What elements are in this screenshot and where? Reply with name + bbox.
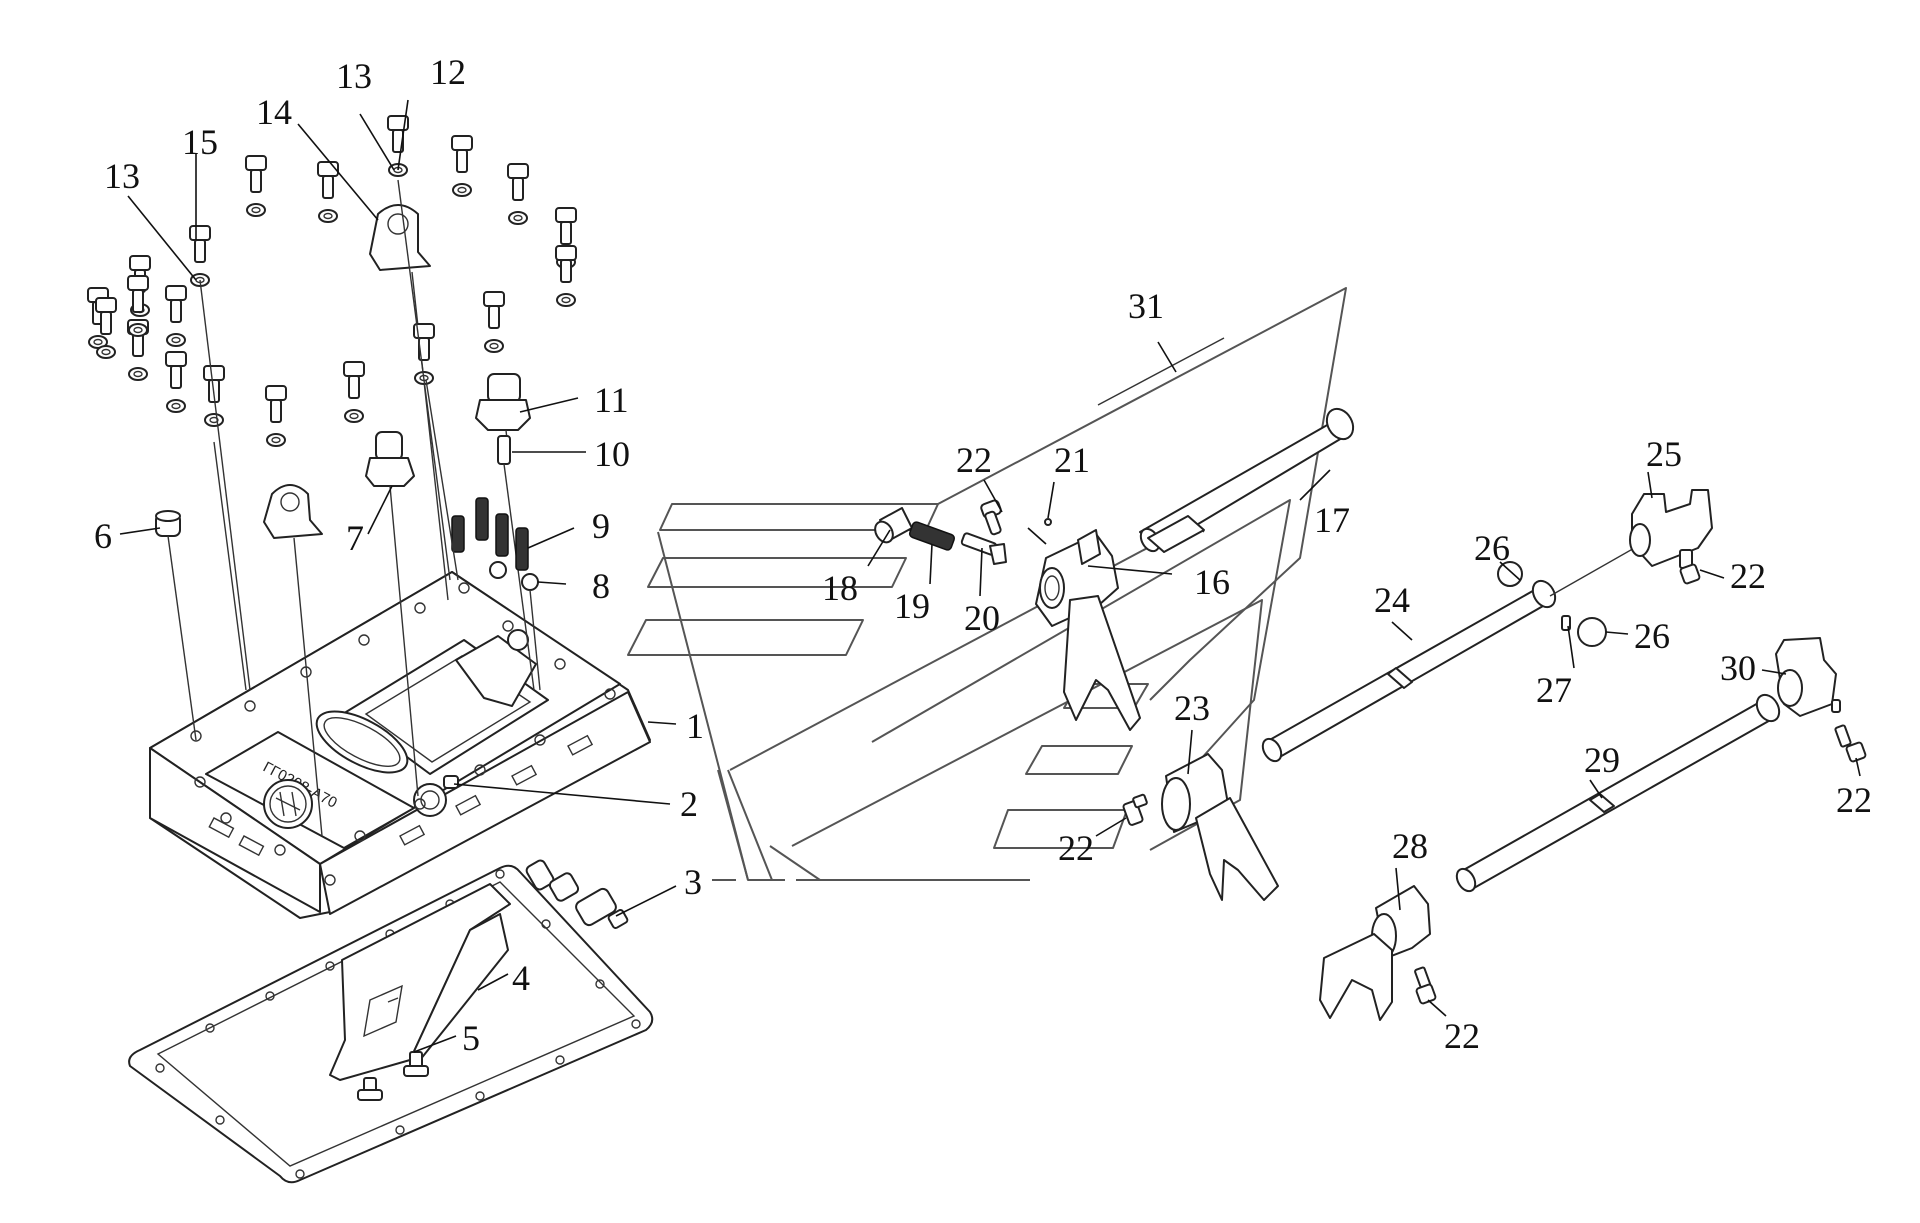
set-screw-22-fork23 (1122, 793, 1148, 826)
bolt (127, 275, 149, 337)
bolt-guides (199, 179, 459, 691)
callout-19: 19 (894, 586, 930, 626)
callout-1: 1 (686, 706, 704, 746)
bolt (95, 297, 117, 359)
detent-springs-9 (451, 497, 529, 571)
callout-29: 29 (1584, 740, 1620, 780)
callout-5: 5 (462, 1018, 480, 1058)
leader-lines (119, 99, 1861, 1053)
shift-rod-17 (1139, 407, 1355, 553)
callout-14: 14 (256, 92, 292, 132)
callout-22-b: 22 (1058, 828, 1094, 868)
callout-4: 4 (512, 958, 530, 998)
shift-rod-29 (1455, 693, 1781, 893)
switch-7 (365, 431, 419, 797)
shift-fork-28 (1319, 885, 1437, 1021)
callout-30: 30 (1720, 648, 1756, 688)
callout-16: 16 (1194, 562, 1230, 602)
bolt (165, 351, 187, 413)
detent-26-27 (1497, 561, 1607, 647)
cover-housing: ГГ0208-А70 (149, 571, 651, 919)
callout-22-c: 22 (1730, 556, 1766, 596)
callout-31: 31 (1128, 286, 1164, 326)
detent-balls-8 (489, 561, 541, 691)
callout-17: 17 (1314, 500, 1350, 540)
bolt (317, 161, 339, 223)
bolt (165, 285, 187, 347)
callout-23: 23 (1174, 688, 1210, 728)
detent-stack (874, 499, 1052, 565)
bolt (483, 291, 505, 353)
bolt (203, 365, 225, 427)
lifting-eye-14 (369, 204, 449, 601)
callout-15: 15 (182, 122, 218, 162)
bolt (343, 361, 365, 423)
bolt (245, 155, 267, 217)
bolt (413, 323, 435, 385)
callout-labels: 1 2 3 4 5 6 7 8 9 10 11 12 13 13 14 15 1… (94, 52, 1872, 1058)
callout-2: 2 (680, 784, 698, 824)
callout-27: 27 (1536, 670, 1572, 710)
callout-22-e: 22 (1444, 1016, 1480, 1056)
callout-3: 3 (684, 862, 702, 902)
callout-6: 6 (94, 516, 112, 556)
set-screw-2 (443, 775, 459, 789)
small-bolts-5 (357, 1051, 429, 1101)
callout-22-a: 22 (956, 440, 992, 480)
shift-block-30 (1775, 637, 1867, 763)
callout-10: 10 (594, 434, 630, 474)
callout-18: 18 (822, 568, 858, 608)
lifting-eye (263, 484, 323, 837)
shift-block-25 (1629, 489, 1713, 585)
callout-13-top: 13 (336, 56, 372, 96)
pin-10 (497, 435, 535, 691)
callout-28: 28 (1392, 826, 1428, 866)
callout-9: 9 (592, 506, 610, 546)
shift-fork-23 (1161, 753, 1279, 901)
callout-11: 11 (594, 380, 629, 420)
callout-24: 24 (1374, 580, 1410, 620)
bolt (507, 163, 529, 225)
plug-6 (155, 510, 197, 741)
callout-8: 8 (592, 566, 610, 606)
callout-26-a: 26 (1474, 528, 1510, 568)
bolt (265, 385, 287, 447)
chevron-outlines (627, 287, 1347, 881)
breather-assembly (525, 859, 629, 929)
callout-20: 20 (964, 598, 1000, 638)
switch-11 (475, 373, 531, 451)
callout-13-left: 13 (104, 156, 140, 196)
callout-22-d: 22 (1836, 780, 1872, 820)
callout-25: 25 (1646, 434, 1682, 474)
callout-12: 12 (430, 52, 466, 92)
callout-26-b: 26 (1634, 616, 1670, 656)
bolt (451, 135, 473, 197)
callout-21: 21 (1054, 440, 1090, 480)
callout-7: 7 (346, 518, 364, 558)
bolt (555, 245, 577, 307)
shift-fork-16 (1035, 529, 1141, 731)
bolt (387, 115, 409, 177)
shift-rod-24 (1261, 537, 1653, 763)
